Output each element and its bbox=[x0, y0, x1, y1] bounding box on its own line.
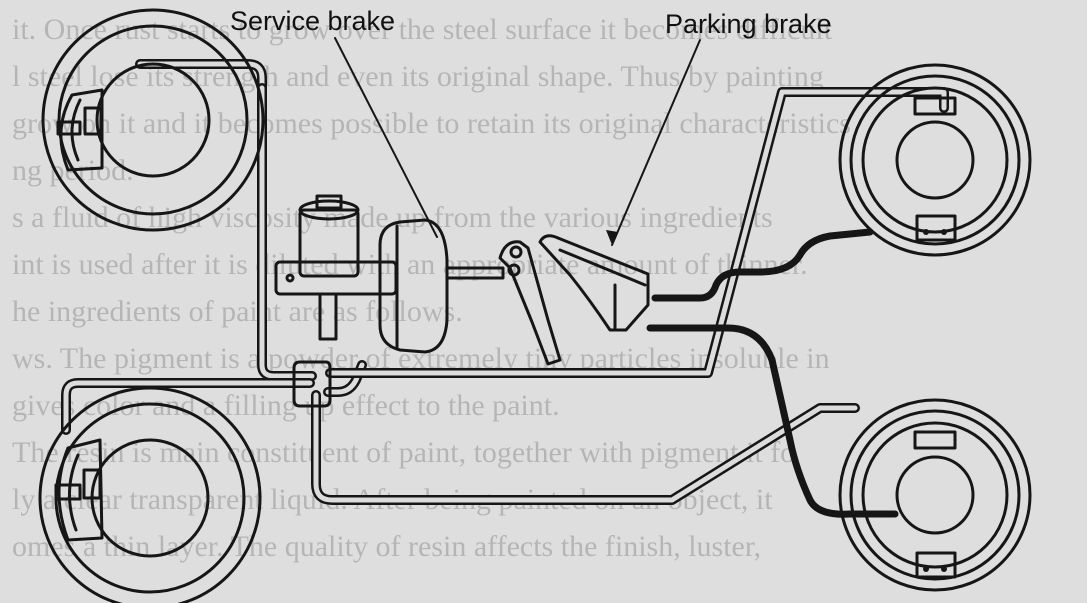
label-service-brake: Service brake bbox=[230, 6, 395, 36]
parking-brake-arrowhead bbox=[606, 230, 618, 245]
background-text-line: omes a thin layer. The quality of resin … bbox=[12, 530, 762, 563]
front-left-disc-brake bbox=[41, 8, 265, 232]
brake-lines bbox=[61, 59, 949, 505]
master-cylinder bbox=[274, 194, 398, 341]
brake-pedal bbox=[498, 240, 562, 366]
background-text-line: grow on it and it becomes possible to re… bbox=[12, 107, 851, 140]
parking-brake-cables bbox=[646, 228, 899, 518]
proportioning-valve bbox=[292, 360, 332, 408]
rear-right-drum-brake bbox=[838, 63, 1032, 257]
parking-brake-leader bbox=[611, 39, 701, 246]
rear-left-drum-brake bbox=[838, 398, 1032, 592]
front-right-disc-brake bbox=[38, 386, 262, 603]
background-text-line: it. Once rust starts to grow over the st… bbox=[12, 13, 833, 46]
background-text-line: he ingredients of paint are as follows. bbox=[12, 295, 463, 328]
service-brake-leader bbox=[334, 37, 438, 238]
background-text-line: int is used after it is diluted with an … bbox=[12, 248, 808, 281]
brake-booster bbox=[378, 218, 505, 354]
parking-brake-lever bbox=[538, 234, 650, 332]
label-parking-brake: Parking brake bbox=[665, 9, 832, 39]
